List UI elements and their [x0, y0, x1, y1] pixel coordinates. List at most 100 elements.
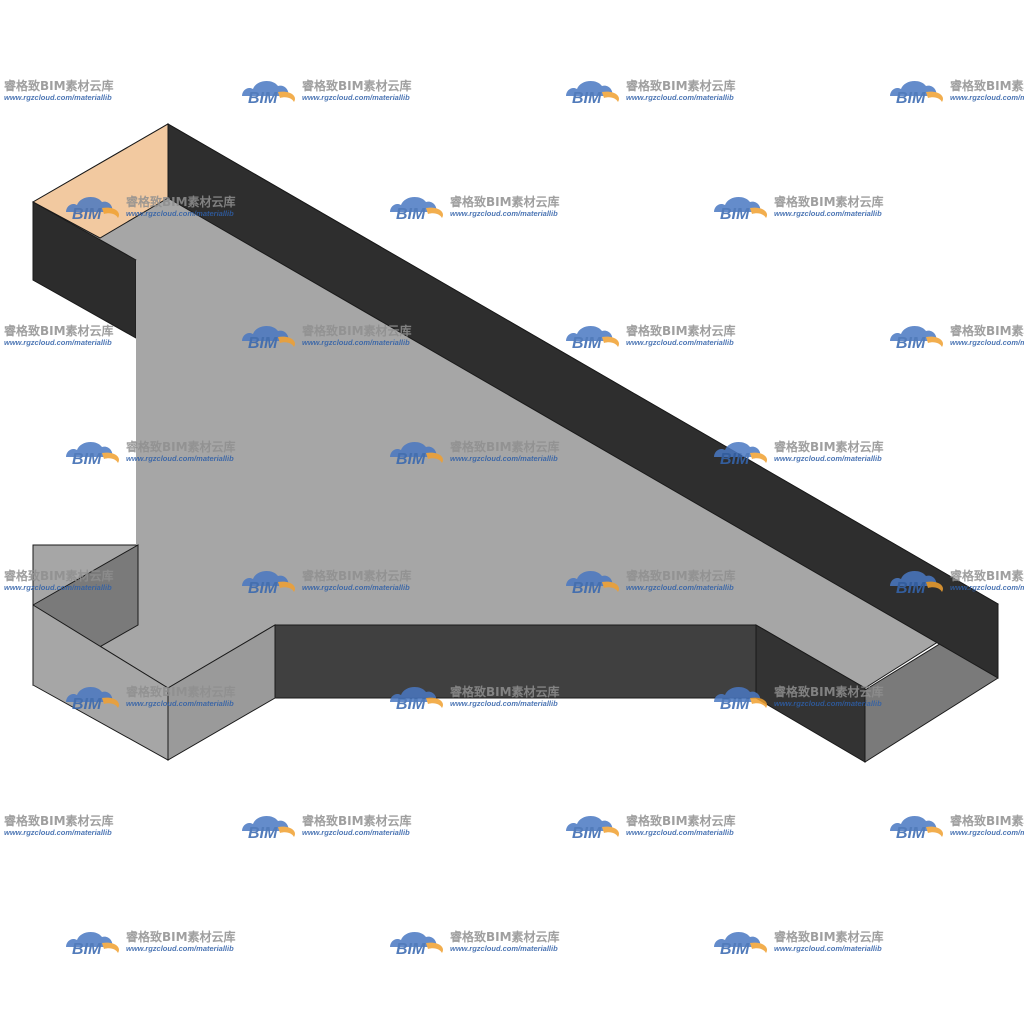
watermark-brand-text: 睿格致BIM素材云库	[4, 813, 114, 828]
right-inner-wall	[755, 624, 866, 763]
watermark-brand-text: 睿格致BIM素材云库	[302, 78, 412, 93]
watermark-brand-text: 睿格致BIM素材云库	[626, 568, 736, 583]
watermark-brand-text: 睿格致BIM素材云库	[302, 323, 412, 338]
cloud-logo-icon	[242, 80, 289, 96]
watermark: BIM 睿格致BIM素材云库www.rgzcloud.com/materialli…	[242, 568, 412, 597]
watermark: BIM 睿格致BIM素材云库www.rgzcloud.com/materialli…	[714, 194, 884, 223]
cloud-logo-icon	[890, 325, 937, 341]
watermark-brand-text: 睿格致BIM素材云库	[626, 323, 736, 338]
cloud-logo-icon	[566, 815, 613, 831]
watermark-logo-text: BIM	[896, 90, 926, 107]
cloud-logo-icon	[390, 196, 437, 212]
watermark-logo-text: BIM	[720, 206, 750, 223]
watermark: BIM睿格致BIM素材云库www.rgzcloud.com/materialli…	[566, 568, 736, 597]
logo-swoosh-icon	[602, 336, 620, 347]
watermark-logo-text: BIM	[896, 580, 926, 597]
logo-swoosh-icon	[426, 942, 444, 953]
watermark-url-text: www.rgzcloud.com/materiallib	[626, 828, 734, 837]
watermark: BIM睿格致BIM素材云库www.rgzcloud.com/materialli…	[566, 78, 736, 107]
cloud-logo-icon	[66, 441, 113, 457]
cloud-logo-icon	[890, 570, 937, 586]
logo-swoosh-icon	[602, 826, 620, 837]
watermark-url-text: www.rgzcloud.com/materiallib	[302, 93, 410, 102]
watermark-url-text: www.rgzcloud.com/materiallib	[4, 338, 112, 347]
logo-swoosh-icon	[102, 697, 120, 708]
watermark-brand-text: 睿格致BIM素材云库	[774, 439, 884, 454]
watermark-url-text: www.rgzcloud.com/materiallib	[950, 828, 1024, 837]
watermark: BIM 睿格致BIM素材云库www.rgzcloud.com/materialli…	[714, 439, 884, 468]
watermark-layer: BIM睿格致BIM素材云库www.rgzcloud.com/materialli…	[4, 78, 1024, 958]
cloud-logo-icon	[390, 441, 437, 457]
watermark-brand-text: 睿格致BIM素材云库	[450, 929, 560, 944]
logo-swoosh-icon	[102, 452, 120, 463]
logo-swoosh-icon	[602, 581, 620, 592]
watermark: BIM睿格致BIM素材云库www.rgzcloud.com/materialli…	[890, 78, 1024, 107]
logo-swoosh-icon	[278, 336, 296, 347]
watermark-brand-text: 睿格致BIM素材云库	[302, 813, 412, 828]
logo-swoosh-icon	[102, 207, 120, 218]
watermark: BIM睿格致BIM素材云库www.rgzcloud.com/materialli…	[714, 929, 884, 958]
watermark: BIM睿格致BIM素材云库www.rgzcloud.com/materialli…	[4, 78, 114, 102]
watermark-logo-text: BIM	[72, 206, 102, 223]
watermark-url-text: www.rgzcloud.com/materiallib	[626, 338, 734, 347]
cable-tray-tee-model	[31, 123, 999, 763]
watermark: BIM睿格致BIM素材云库www.rgzcloud.com/materialli…	[242, 78, 412, 107]
watermark: BIM睿格致BIM素材云库www.rgzcloud.com/materialli…	[4, 568, 114, 592]
watermark-url-text: www.rgzcloud.com/materiallib	[126, 944, 234, 953]
cloud-logo-icon	[390, 931, 437, 947]
watermark: BIM睿格致BIM素材云库www.rgzcloud.com/materialli…	[66, 439, 236, 468]
watermark-logo-text: BIM	[896, 825, 926, 842]
watermark-brand-text: 睿格致BIM素材云库	[450, 439, 560, 454]
cloud-logo-icon	[66, 196, 113, 212]
watermark-logo-text: BIM	[720, 941, 750, 958]
watermark-url-text: www.rgzcloud.com/materiallib	[450, 454, 558, 463]
watermark-url-text: www.rgzcloud.com/materiallib	[4, 828, 112, 837]
cloud-logo-icon	[242, 325, 289, 341]
cloud-logo-icon	[714, 196, 761, 212]
watermark-url-text: www.rgzcloud.com/materiallib	[774, 454, 882, 463]
watermark: BIM睿格致BIM素材云库www.rgzcloud.com/materialli…	[890, 323, 1024, 352]
watermark-logo-text: BIM	[72, 696, 102, 713]
cloud-logo-icon	[714, 931, 761, 947]
watermark-url-text: www.rgzcloud.com/materiallib	[302, 583, 410, 592]
watermark: BIM 睿格致BIM素材云库www.rgzcloud.com/materialli…	[566, 813, 736, 842]
cloud-logo-icon	[66, 686, 113, 702]
cloud-logo-icon	[390, 686, 437, 702]
watermark-logo-text: BIM	[572, 580, 602, 597]
watermark: BIM睿格致BIM素材云库www.rgzcloud.com/materialli…	[66, 684, 236, 713]
watermark-brand-text: 睿格致BIM素材云库	[950, 78, 1024, 93]
watermark-logo-text: BIM	[248, 580, 278, 597]
cloud-logo-icon	[714, 441, 761, 457]
watermark-brand-text: 睿格致BIM素材云库	[450, 684, 560, 699]
watermark-url-text: www.rgzcloud.com/materiallib	[950, 583, 1024, 592]
watermark-brand-text: 睿格致BIM素材云库	[4, 78, 114, 93]
watermark-url-text: www.rgzcloud.com/materiallib	[302, 828, 410, 837]
logo-swoosh-icon	[750, 697, 768, 708]
watermark-logo-text: BIM	[720, 451, 750, 468]
watermark: BIM睿格致BIM素材云库www.rgzcloud.com/materialli…	[714, 684, 884, 713]
watermark-brand-text: 睿格致BIM素材云库	[626, 78, 736, 93]
watermark-brand-text: 睿格致BIM素材云库	[950, 568, 1024, 583]
logo-swoosh-icon	[602, 91, 620, 102]
watermark: BIM睿格致BIM素材云库www.rgzcloud.com/materialli…	[390, 194, 560, 223]
watermark-brand-text: 睿格致BIM素材云库	[626, 813, 736, 828]
logo-swoosh-icon	[278, 581, 296, 592]
watermark: BIM睿格致BIM素材云库www.rgzcloud.com/materialli…	[890, 813, 1024, 842]
watermark-logo-text: BIM	[572, 825, 602, 842]
logo-swoosh-icon	[750, 942, 768, 953]
watermark-brand-text: 睿格致BIM素材云库	[774, 194, 884, 209]
watermark-brand-text: 睿格致BIM素材云库	[450, 194, 560, 209]
watermark: BIM睿格致BIM素材云库www.rgzcloud.com/materialli…	[4, 323, 114, 347]
watermark-brand-text: 睿格致BIM素材云库	[302, 568, 412, 583]
watermark-url-text: www.rgzcloud.com/materiallib	[126, 454, 234, 463]
watermark-url-text: www.rgzcloud.com/materiallib	[126, 699, 234, 708]
watermark-url-text: www.rgzcloud.com/materiallib	[774, 209, 882, 218]
cloud-logo-icon	[890, 815, 937, 831]
logo-swoosh-icon	[750, 452, 768, 463]
watermark-logo-text: BIM	[248, 825, 278, 842]
watermark-logo-text: BIM	[572, 335, 602, 352]
watermark-brand-text: 睿格致BIM素材云库	[774, 684, 884, 699]
watermark-logo-text: BIM	[720, 696, 750, 713]
watermark: BIM睿格致BIM素材云库www.rgzcloud.com/materialli…	[66, 194, 236, 223]
